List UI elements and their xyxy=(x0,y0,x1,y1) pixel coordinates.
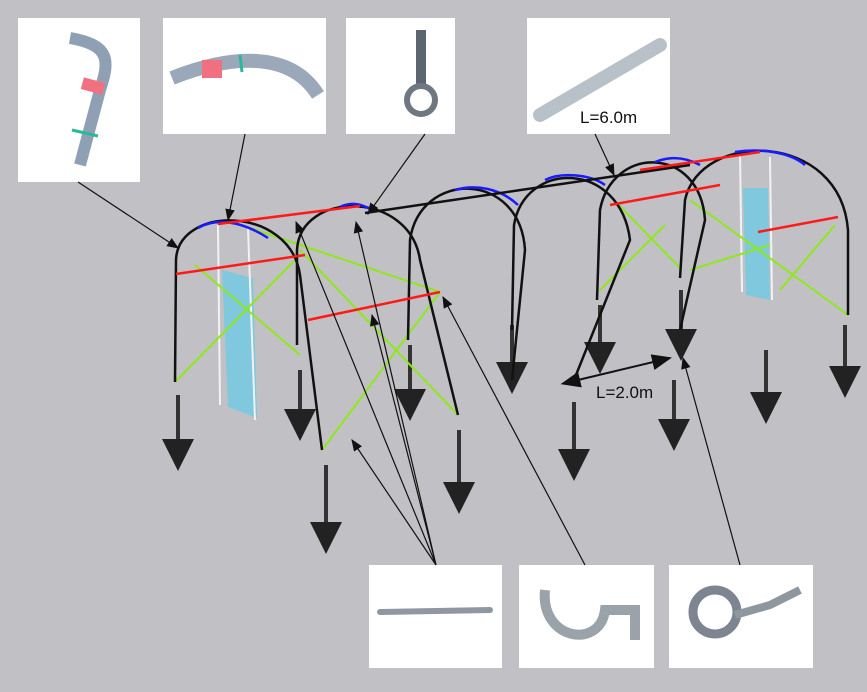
callout-pointers xyxy=(77,133,741,566)
arch-spacing-dimension: L=2.0m xyxy=(560,354,672,402)
arch-4 xyxy=(510,176,632,386)
photo-flat-brace xyxy=(369,565,502,668)
photo-tee-connector xyxy=(346,18,455,134)
arch-2 xyxy=(295,205,460,416)
photo-hook-clamp xyxy=(669,565,813,668)
back-door xyxy=(743,188,770,300)
purlins xyxy=(175,150,839,322)
arch-5 xyxy=(595,161,707,331)
photo-clamp xyxy=(519,565,654,668)
photo-bent-tubes-bundle xyxy=(18,18,140,182)
photo-arch-tube-bundle xyxy=(163,18,326,134)
photo-straight-tube: L=6.0m xyxy=(527,18,670,134)
arch-spacing-label: L=2.0m xyxy=(596,383,653,402)
ground-stakes xyxy=(162,290,861,554)
purlin-length-label: L=6.0m xyxy=(580,108,637,127)
hoop-arches xyxy=(173,149,850,451)
arch-3 xyxy=(406,187,527,381)
door-frames xyxy=(217,154,773,421)
cross-bracing xyxy=(174,197,849,451)
